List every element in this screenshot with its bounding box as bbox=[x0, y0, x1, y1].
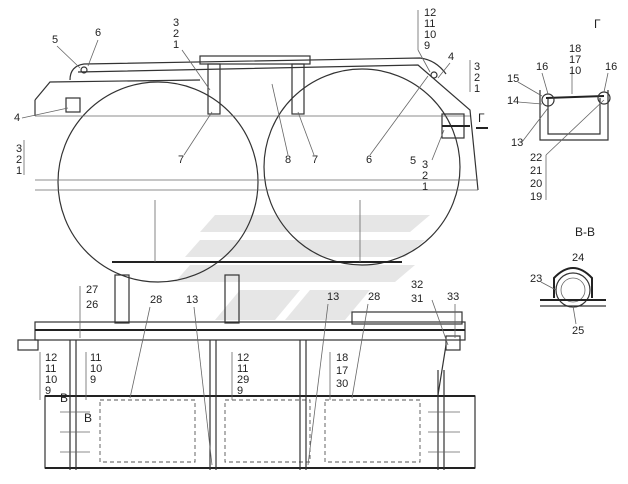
side-view bbox=[34, 55, 479, 283]
callout-7-right: 7 bbox=[312, 154, 318, 166]
callout-3: 3 bbox=[173, 17, 179, 29]
callout-2: 2 bbox=[422, 170, 428, 182]
view-arrow-label: Г bbox=[478, 111, 485, 125]
callout-3: 3 bbox=[16, 143, 22, 155]
callout-10: 10 bbox=[90, 363, 102, 375]
callout-5: 5 bbox=[52, 34, 58, 46]
callout-15: 15 bbox=[507, 73, 519, 85]
callout-2: 2 bbox=[173, 28, 179, 40]
callout-28: 28 bbox=[150, 294, 162, 306]
callout-6: 6 bbox=[95, 27, 101, 39]
callout-29: 29 bbox=[237, 374, 249, 386]
callout-5: 5 bbox=[410, 155, 416, 167]
view-g-detail: Г 18 17 10 16 16 15 14 13 22 21 20 19 bbox=[507, 17, 617, 203]
callout-21: 21 bbox=[530, 165, 542, 177]
callout-10: 10 bbox=[569, 65, 581, 77]
callout-12: 12 bbox=[237, 352, 249, 364]
callout-11: 11 bbox=[90, 352, 101, 364]
callout-4-right: 4 bbox=[448, 51, 454, 63]
callout-3: 3 bbox=[474, 61, 480, 73]
callout-1: 1 bbox=[16, 165, 22, 177]
callout-20: 20 bbox=[530, 178, 542, 190]
callout-9: 9 bbox=[237, 385, 243, 397]
plan-view bbox=[17, 274, 476, 470]
section-mark-b-lower: В bbox=[84, 411, 92, 425]
callout-24: 24 bbox=[572, 252, 584, 264]
callout-10: 10 bbox=[424, 29, 436, 41]
callout-11: 11 bbox=[45, 363, 56, 375]
callout-13-right: 13 bbox=[327, 291, 339, 303]
callout-1: 1 bbox=[422, 181, 428, 193]
callout-18: 18 bbox=[569, 43, 581, 55]
callout-13: 13 bbox=[186, 294, 198, 306]
callout-1: 1 bbox=[474, 83, 480, 95]
callout-10: 10 bbox=[45, 374, 57, 386]
callout-8: 8 bbox=[285, 154, 291, 166]
callout-2: 2 bbox=[474, 72, 480, 84]
callout-11: 11 bbox=[424, 18, 435, 30]
callout-2: 2 bbox=[16, 154, 22, 166]
view-b-title: В-В bbox=[575, 225, 595, 239]
callout-11: 11 bbox=[237, 363, 248, 375]
view-g-title: Г bbox=[594, 17, 601, 31]
callout-14: 14 bbox=[507, 95, 519, 107]
callout-31: 31 bbox=[411, 293, 423, 305]
callout-1: 1 bbox=[173, 39, 179, 51]
callout-26: 26 bbox=[86, 299, 98, 311]
callout-23: 23 bbox=[530, 273, 542, 285]
callout-16-right: 16 bbox=[605, 61, 617, 73]
callout-3: 3 bbox=[422, 159, 428, 171]
view-b-detail: В-В 24 23 25 bbox=[530, 225, 606, 337]
callout-18: 18 bbox=[336, 352, 348, 364]
callout-9: 9 bbox=[90, 374, 96, 386]
callout-28-right: 28 bbox=[368, 291, 380, 303]
callout-32: 32 bbox=[411, 279, 423, 291]
callout-22: 22 bbox=[530, 152, 542, 164]
callout-4: 4 bbox=[14, 112, 20, 124]
callout-12: 12 bbox=[45, 352, 57, 364]
callout-19: 19 bbox=[530, 191, 542, 203]
watermark-logo bbox=[175, 215, 430, 320]
callout-30: 30 bbox=[336, 378, 348, 390]
plan-view-labels: 27 26 28 13 13 28 32 31 33 12 11 10 9 11… bbox=[39, 279, 459, 466]
callout-13: 13 bbox=[511, 137, 523, 149]
callout-6-right: 6 bbox=[366, 154, 372, 166]
section-mark-b: В bbox=[60, 391, 68, 405]
callout-9: 9 bbox=[424, 40, 430, 52]
callout-33: 33 bbox=[447, 291, 459, 303]
side-view-labels: 5 6 3 2 1 12 11 10 9 4 4 3 2 1 3 2 1 7 8… bbox=[14, 7, 488, 193]
callout-9: 9 bbox=[45, 385, 51, 397]
callout-17: 17 bbox=[336, 365, 348, 377]
callout-12: 12 bbox=[424, 7, 436, 19]
callout-7: 7 bbox=[178, 154, 184, 166]
callout-25: 25 bbox=[572, 325, 584, 337]
callout-27: 27 bbox=[86, 284, 98, 296]
callout-17: 17 bbox=[569, 54, 581, 66]
callout-16: 16 bbox=[536, 61, 548, 73]
